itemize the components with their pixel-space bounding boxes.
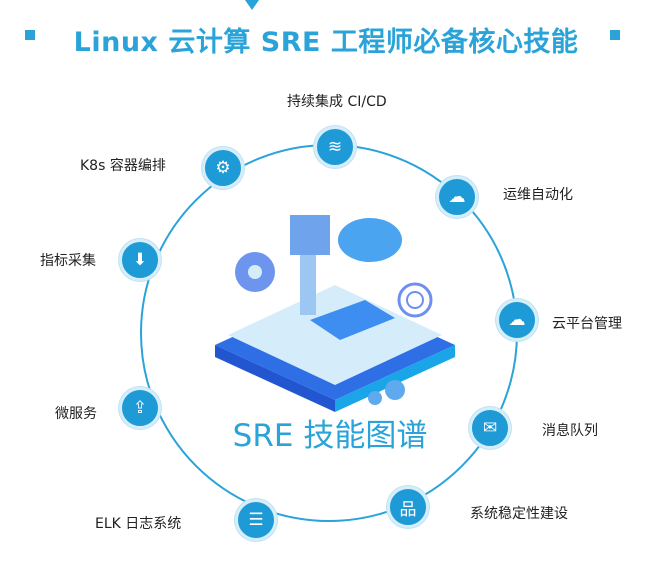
down-arrow-icon xyxy=(245,0,259,10)
node-label-automation: 运维自动化 xyxy=(503,187,573,203)
node-label-microservice: 微服务 xyxy=(55,406,97,422)
node-label-cicd: 持续集成 CI/CD xyxy=(287,94,387,110)
sre-illustration xyxy=(215,215,455,412)
title-square-left xyxy=(25,30,35,40)
node-label-cloud-platform: 云平台管理 xyxy=(552,316,622,332)
node-label-mq: 消息队列 xyxy=(542,423,598,439)
node-label-k8s: K8s 容器编排 xyxy=(80,158,166,174)
title-square-right xyxy=(610,30,620,40)
cloud-network-icon: ☁ xyxy=(496,299,538,341)
node-label-metrics: 指标采集 xyxy=(40,253,96,269)
box-download-icon: ⬇ xyxy=(119,239,161,281)
document-list-icon: ☰ xyxy=(235,499,277,541)
cloud-sync-icon: ☁ xyxy=(436,176,478,218)
center-label: SRE 技能图谱 xyxy=(232,418,428,454)
layers-icon: ≋ xyxy=(314,126,356,168)
app-share-icon: ⇪ xyxy=(119,387,161,429)
node-label-stability: 系统稳定性建设 xyxy=(470,506,568,522)
page-title: Linux 云计算 SRE 工程师必备核心技能 xyxy=(73,27,579,58)
cloud-message-icon: ✉ xyxy=(469,407,511,449)
gear-icon: ⚙ xyxy=(202,147,244,189)
hierarchy-icon: 品 xyxy=(387,486,429,528)
node-label-elk: ELK 日志系统 xyxy=(95,516,182,532)
